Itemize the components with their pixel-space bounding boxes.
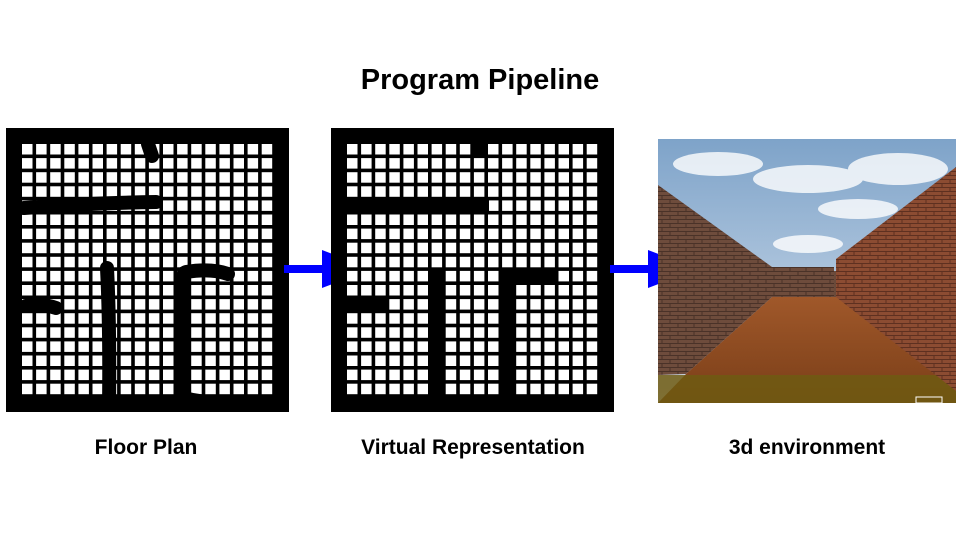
stage-label-3d-environment: 3d environment: [728, 436, 886, 459]
floor-plan-image: [6, 128, 289, 412]
virtual-grid: [331, 128, 614, 412]
stage-label-floor-plan: Floor Plan: [94, 436, 198, 459]
diagram-title: Program Pipeline: [360, 64, 600, 96]
stage-label-virtual-representation: Virtual Representation: [361, 436, 585, 459]
virtual-representation-image: [331, 128, 614, 412]
3d-environment-image: [658, 139, 956, 403]
floor-plan-grid: [6, 128, 289, 412]
